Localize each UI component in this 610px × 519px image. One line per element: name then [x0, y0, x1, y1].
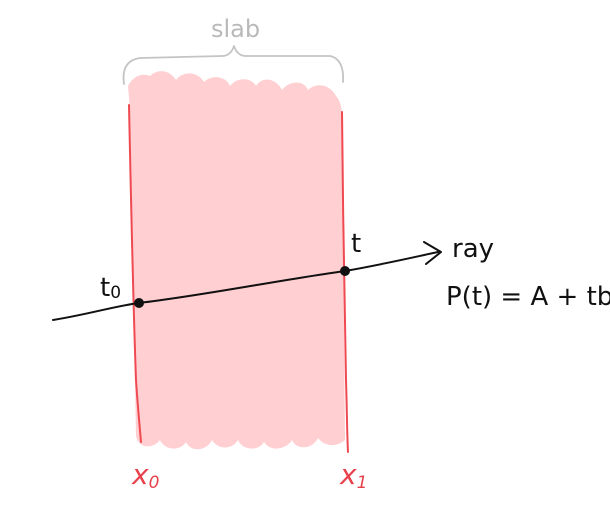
- x0-label-base: x: [131, 458, 149, 491]
- t0-label: t0: [100, 273, 121, 303]
- ray-label: ray: [452, 234, 494, 264]
- ray-line: [52, 251, 439, 321]
- slab-right-boundary: [341, 111, 349, 453]
- intersection-point-t0: [134, 298, 144, 308]
- ray-equation: P(t) = A + tb: [446, 282, 610, 312]
- t0-label-subscript: 0: [110, 283, 121, 303]
- slab-left-boundary: [128, 104, 142, 443]
- t-label: t: [351, 229, 361, 259]
- x1-label-base: x: [339, 458, 357, 491]
- x1-label: x1: [339, 458, 367, 493]
- arrowhead-icon: [423, 241, 442, 265]
- slab-label: slab: [211, 15, 260, 43]
- x0-label-subscript: 0: [149, 473, 160, 493]
- slab-region: [128, 71, 345, 450]
- x0-label: x0: [131, 458, 159, 493]
- x1-label-subscript: 1: [357, 473, 368, 493]
- intersection-point-t: [340, 266, 350, 276]
- t0-label-base: t: [100, 273, 110, 303]
- slab-brace: [122, 45, 345, 85]
